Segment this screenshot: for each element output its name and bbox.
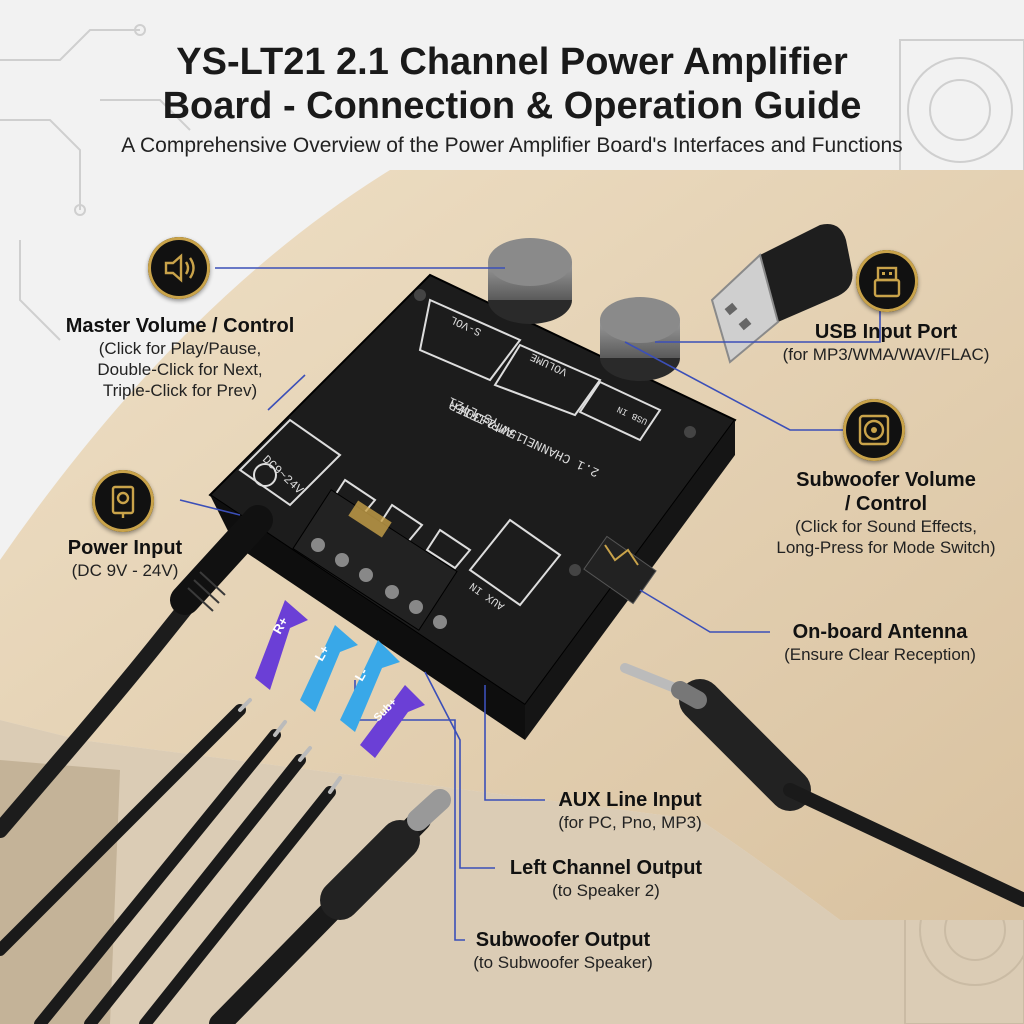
callout-antenna-title: On-board Antenna bbox=[792, 621, 968, 643]
circuit-decoration-left bbox=[0, 24, 191, 341]
callout-aux-input-line-1: (for PC, Pno, MP3) bbox=[558, 813, 702, 832]
callout-master-volume-title: Master Volume / Control bbox=[65, 315, 295, 337]
speaker-icon bbox=[148, 237, 210, 299]
callout-subwoofer-volume-line-1: (Click for Sound Effects, bbox=[794, 517, 978, 536]
callout-usb-input: USB Input Port (for MP3/WMA/WAV/FLAC) bbox=[764, 320, 1008, 365]
dc-plug bbox=[209, 789, 451, 1024]
aux-cable bbox=[620, 663, 1024, 907]
arrow-label-l-plus: L+ bbox=[312, 642, 333, 663]
page-subtitle: A Comprehensive Overview of the Power Am… bbox=[121, 134, 903, 157]
callout-master-volume-line-2: Double-Click for Next, bbox=[97, 360, 263, 379]
callout-power-input-title: Power Input bbox=[67, 537, 183, 559]
callout-left-output: Left Channel Output (to Speaker 2) bbox=[495, 856, 717, 901]
callout-usb-input-title: USB Input Port bbox=[814, 321, 958, 343]
callout-left-output-title: Left Channel Output bbox=[509, 857, 703, 879]
subwoofer-volume-knob[interactable] bbox=[600, 297, 680, 381]
callout-subwoofer-volume-title: Subwoofer Volume bbox=[796, 469, 976, 491]
callout-aux-input: AUX Line Input (for PC, Pno, MP3) bbox=[540, 788, 720, 833]
dc-power-cable bbox=[0, 505, 273, 838]
table-edge bbox=[0, 720, 1024, 1024]
callout-sub-output-line-1: (to Subwoofer Speaker) bbox=[473, 953, 653, 972]
terminal-arrows bbox=[255, 600, 425, 758]
page-title-line-1: YS-LT21 2.1 Channel Power Amplifier bbox=[176, 41, 848, 83]
amplifier-board bbox=[208, 273, 737, 740]
callout-subwoofer-volume: Subwoofer Volume / Control (Click for So… bbox=[748, 468, 1024, 558]
callout-master-volume-line-3: Triple-Click for Prev) bbox=[102, 381, 258, 400]
callout-aux-input-title: AUX Line Input bbox=[558, 789, 702, 811]
page-title-line-2: Board - Connection & Operation Guide bbox=[162, 85, 862, 127]
power-jack-icon bbox=[92, 470, 154, 532]
master-volume-knob[interactable] bbox=[488, 238, 572, 324]
usb-dongle bbox=[710, 224, 853, 364]
callout-subwoofer-volume-title-2: / Control bbox=[844, 493, 928, 515]
callout-master-volume: Master Volume / Control (Click for Play/… bbox=[40, 314, 320, 401]
callout-usb-input-line-1: (for MP3/WMA/WAV/FLAC) bbox=[782, 345, 990, 364]
callout-sub-output: Subwoofer Output (to Subwoofer Speaker) bbox=[445, 928, 681, 973]
subwoofer-icon bbox=[843, 399, 905, 461]
speaker-wires bbox=[0, 698, 342, 1024]
callout-subwoofer-volume-line-2: Long-Press for Mode Switch) bbox=[776, 538, 996, 557]
callout-sub-output-title: Subwoofer Output bbox=[475, 929, 651, 951]
callout-antenna: On-board Antenna (Ensure Clear Reception… bbox=[770, 620, 990, 665]
callout-antenna-line-1: (Ensure Clear Reception) bbox=[784, 645, 976, 664]
callout-left-output-line-1: (to Speaker 2) bbox=[552, 881, 660, 900]
callout-master-volume-line-1: (Click for Play/Pause, bbox=[98, 339, 262, 358]
callout-power-input: Power Input (DC 9V - 24V) bbox=[40, 536, 210, 581]
usb-icon bbox=[856, 250, 918, 312]
callout-power-input-line-1: (DC 9V - 24V) bbox=[71, 561, 179, 580]
